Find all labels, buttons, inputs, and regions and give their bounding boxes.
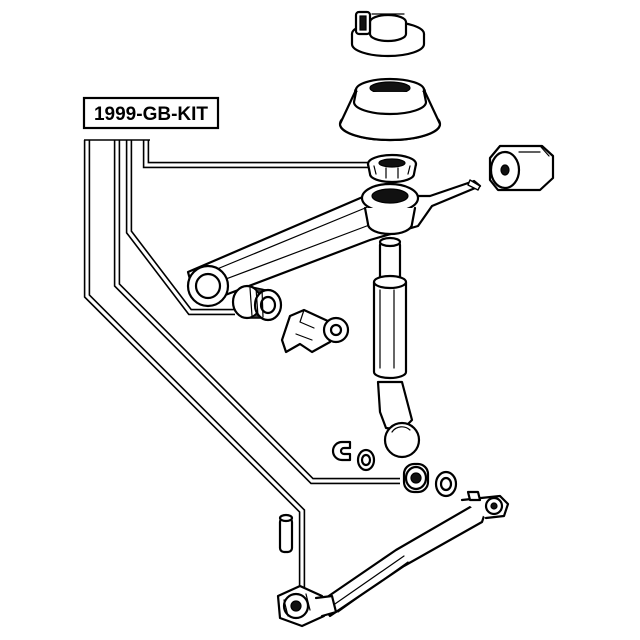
shift-lever-icon — [186, 179, 482, 308]
washer-icon — [356, 448, 376, 472]
shift-rod-icon — [372, 236, 421, 459]
leader-lines — [83, 139, 400, 594]
rubber-boot-icon — [338, 77, 442, 142]
bracket-icon — [280, 308, 350, 354]
end-joint-icon — [276, 584, 338, 628]
hose-clamp-icon — [350, 10, 426, 58]
rubber-block-icon — [488, 144, 555, 192]
joint-bushing-icon — [402, 462, 458, 498]
pivot-bushing-icon — [231, 284, 283, 322]
kit-label: 1999-GB-KIT — [82, 96, 220, 130]
kit-label-text: 1999-GB-KIT — [94, 104, 208, 125]
pin-icon — [278, 513, 294, 554]
linkage-rod-icon — [318, 490, 510, 618]
retaining-clip-icon — [331, 440, 352, 462]
bushing-icon — [366, 153, 418, 184]
